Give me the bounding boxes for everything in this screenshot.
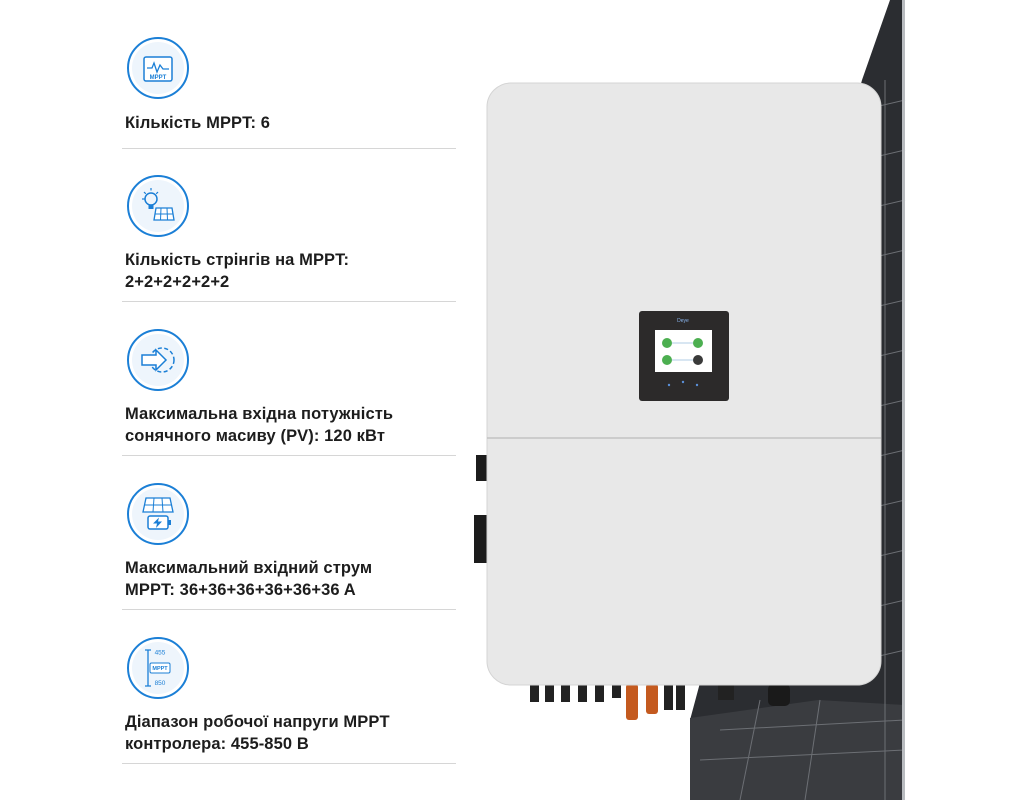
feature-line: 2+2+2+2+2+2 (125, 273, 230, 291)
divider (122, 148, 456, 149)
feature-line: Максимальна вхідна потужність (125, 405, 394, 423)
inverter-display: Deye (639, 311, 729, 401)
feature-line: Максимальний вхідний струм (125, 559, 373, 577)
svg-text:MPPT: MPPT (150, 75, 167, 81)
voltage-range-icon: 455 MPPT 850 (126, 636, 190, 700)
feature-line: Діапазон робочої напруги MPPT (125, 713, 390, 731)
feature-mppt-count: Кількість MPPT: 6 (125, 114, 271, 132)
divider (122, 763, 456, 764)
solar-bulb-icon (126, 174, 190, 238)
svg-text:455: 455 (155, 650, 166, 657)
feature-line: контролера: 455-850 В (125, 735, 309, 753)
bottom-connectors (530, 684, 790, 720)
svg-text:MPPT: MPPT (152, 666, 168, 672)
feature-max-pv-power: Максимальна вхідна потужність сонячного … (125, 403, 393, 447)
feature-line: сонячного масиву (PV): 120 кВт (125, 427, 385, 445)
solar-battery-icon (126, 482, 190, 546)
screen-brand: Deye (677, 318, 689, 324)
feature-strings-per-mppt: Кількість стрінгів на MPPT: 2+2+2+2+2+2 (125, 249, 349, 293)
feature-line: MPPT: 36+36+36+36+36+36 A (125, 581, 356, 599)
feature-max-input-current: Максимальний вхідний струм MPPT: 36+36+3… (125, 557, 372, 601)
svg-text:850: 850 (155, 680, 166, 687)
feature-line: Кількість стрінгів на MPPT: (125, 251, 350, 269)
divider (122, 455, 456, 456)
power-arrow-gear-icon (126, 328, 190, 392)
divider (122, 301, 456, 302)
mppt-monitor-icon: MPPT (126, 36, 190, 100)
divider (122, 609, 456, 610)
feature-voltage-range: Діапазон робочої напруги MPPT контролера… (125, 711, 390, 755)
